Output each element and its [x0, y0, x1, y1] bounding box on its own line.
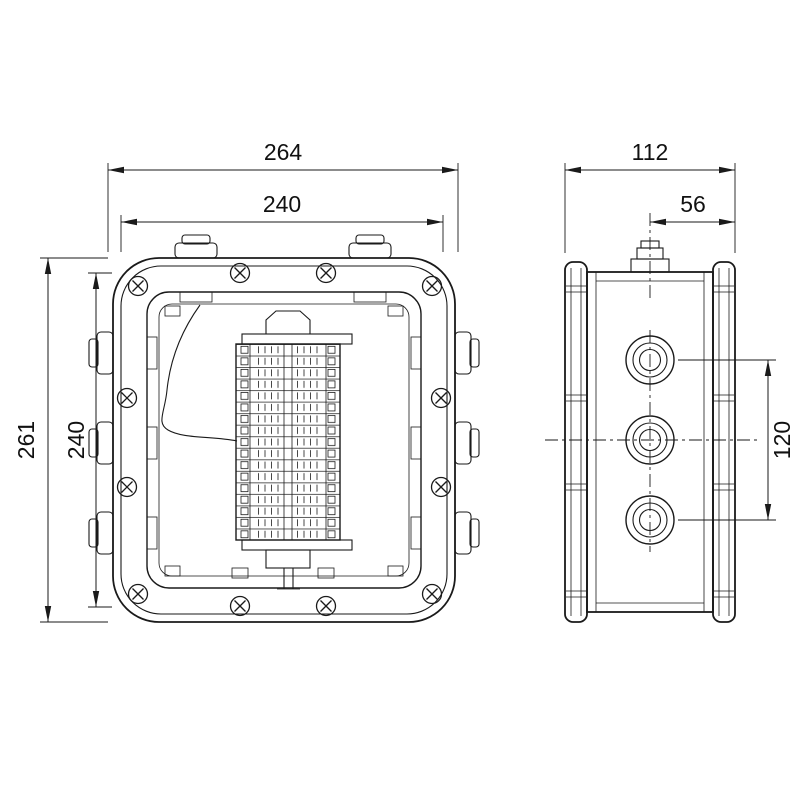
dim-front-inner-width: 240	[121, 191, 443, 226]
screw	[229, 595, 251, 617]
screw	[421, 583, 443, 605]
din-rail-end-clamp-top	[265, 310, 311, 335]
dim-front-overall-height: 261	[13, 258, 52, 622]
interior-corner-tabs	[164, 305, 404, 579]
flange-screw-marks-right	[714, 285, 734, 598]
screw	[127, 583, 149, 605]
dim-gland-spacing: 120	[764, 360, 795, 520]
cable-glands-left	[88, 331, 114, 555]
dim-label-front-overall-height: 261	[13, 421, 39, 459]
screw	[127, 275, 149, 297]
front-view	[88, 234, 480, 623]
dim-label-front-inner-height: 240	[63, 421, 89, 459]
dim-front-inner-height: 240	[63, 273, 100, 607]
dim-label-front-overall-width: 264	[264, 139, 303, 165]
dim-label-front-inner-width: 240	[263, 191, 301, 217]
dim-side-center-to-edge: 56	[650, 191, 735, 226]
screw	[421, 275, 443, 297]
screw	[315, 595, 337, 617]
terminal-block	[235, 310, 353, 590]
screw	[116, 476, 138, 498]
dim-front-overall-width: 264	[108, 139, 458, 174]
dim-label-side-center-to-edge: 56	[680, 191, 706, 217]
cable-glands-top	[174, 234, 392, 259]
screw	[430, 476, 452, 498]
din-rail-end-clamp-bottom	[265, 549, 311, 569]
terminal-strip-body	[235, 343, 341, 541]
internal-wire	[161, 304, 238, 442]
extension-lines	[40, 163, 776, 623]
screw	[430, 387, 452, 409]
dim-label-gland-spacing: 120	[769, 421, 795, 459]
interior-gland-bosses	[146, 291, 422, 550]
side-body	[586, 271, 714, 613]
side-flanges	[564, 261, 736, 623]
flange-screw-marks-left	[566, 285, 586, 598]
side-view	[545, 213, 758, 623]
centerlines	[545, 213, 758, 552]
dim-side-overall-width: 112	[565, 139, 735, 174]
dim-label-side-overall-width: 112	[632, 139, 669, 165]
screw	[116, 387, 138, 409]
cable-glands-right	[454, 331, 480, 555]
dimensions: 264 240 261 240 112 56 120	[13, 139, 795, 623]
